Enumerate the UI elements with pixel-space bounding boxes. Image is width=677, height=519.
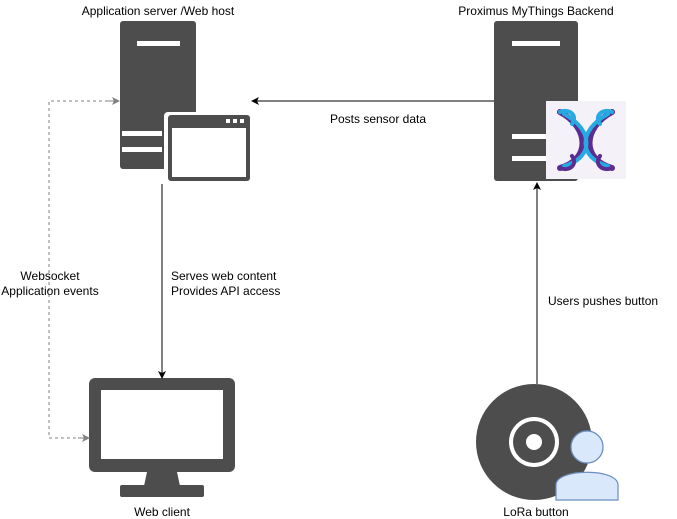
proximus-logo-icon (546, 101, 626, 179)
provides-api-access-label: Provides API access (171, 284, 281, 298)
websocket-label: Websocket (20, 269, 80, 283)
web-client-label: Web client (134, 505, 190, 519)
user-icon (555, 430, 619, 501)
lora-button-label: LoRa button (503, 505, 569, 519)
application-events-label: Application events (1, 284, 99, 298)
users-pushes-button-label: Users pushes button (548, 294, 659, 308)
backend-label: Proximus MyThings Backend (458, 4, 614, 18)
websocket-dashed-connector (48, 100, 118, 439)
lora-button-icon (476, 384, 592, 500)
app-server-label: Application server /Web host (81, 4, 235, 18)
monitor-icon (89, 378, 235, 497)
browser-window-icon (164, 112, 254, 184)
serves-web-content-label: Serves web content (171, 269, 277, 283)
posts-sensor-data-label: Posts sensor data (329, 112, 427, 126)
